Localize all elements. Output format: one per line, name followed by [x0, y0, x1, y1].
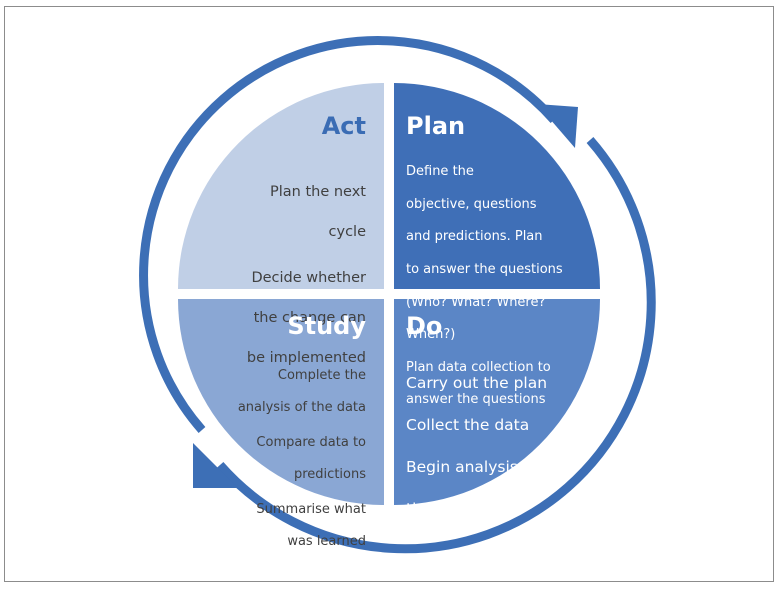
plan-line: When?) — [406, 327, 456, 343]
plan-quadrant — [394, 83, 600, 289]
plan-line: and predictions. Plan — [406, 229, 543, 245]
plan-line: to answer the questions — [406, 262, 563, 278]
cycle-arrow-bottom-left — [216, 137, 656, 554]
plan-line: Plan data collection to — [406, 359, 551, 375]
do-text: Carry out the plan Collect the data Begi… — [406, 352, 596, 541]
do-line: the data — [406, 500, 472, 518]
diagram-frame — [4, 6, 774, 582]
do-line: Collect the data — [406, 416, 530, 434]
plan-title: Plan — [406, 112, 466, 140]
study-quadrant — [178, 299, 384, 505]
plan-line: objective, questions — [406, 196, 537, 212]
cycle-arrow-top-right — [139, 36, 558, 433]
act-line: be implemented — [246, 350, 366, 366]
act-line: Plan the next — [270, 184, 366, 200]
act-line: cycle — [328, 224, 366, 240]
study-line: predictions — [294, 467, 366, 482]
study-line: analysis of the data — [237, 400, 366, 415]
study-title: Study — [287, 312, 366, 340]
do-line: Carry out the plan — [406, 374, 548, 392]
plan-line: answer the questions — [406, 392, 546, 408]
act-title: Act — [321, 112, 366, 140]
act-line: Decide whether — [251, 270, 366, 286]
act-text: Plan the next cycle Decide whether the c… — [180, 162, 366, 388]
act-line: the change can — [253, 310, 366, 326]
do-quadrant — [394, 299, 600, 505]
cycle-arrowhead-top-right — [537, 104, 578, 148]
study-line: was learned — [287, 534, 366, 549]
act-quadrant — [178, 83, 384, 289]
study-text: Complete the analysis of the data Compar… — [180, 352, 366, 566]
cycle-arrowhead-bottom-left — [193, 443, 238, 488]
plan-line: Define the — [406, 164, 474, 180]
plan-text: Define the objective, questions and pred… — [406, 148, 596, 425]
study-line: Complete the — [277, 368, 366, 383]
plan-line: (Who? What? Where? — [406, 294, 546, 310]
study-line: Compare data to — [256, 435, 366, 450]
do-line: Begin analysis of — [406, 458, 538, 476]
study-line: Summarise what — [256, 502, 366, 517]
do-title: Do — [406, 312, 443, 340]
